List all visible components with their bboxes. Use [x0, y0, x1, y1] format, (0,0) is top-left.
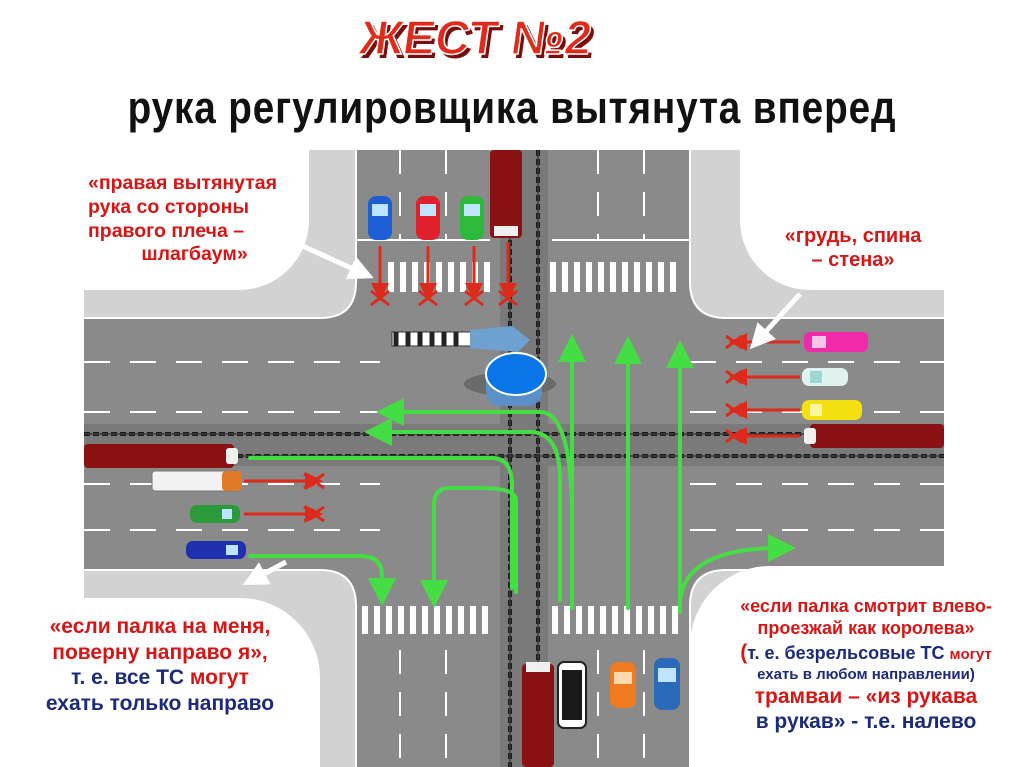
tram-north [490, 150, 522, 238]
pointer-arrows [242, 241, 802, 586]
officer-cap [485, 352, 547, 396]
crosswalks [362, 262, 678, 634]
gesture-title-logo: ЖЕСТ №2 ЖЕСТ №2 [354, 10, 599, 69]
note-any-direction: «если палка смотрит влево- проезжай как … [690, 566, 1024, 767]
car-red-north [416, 196, 440, 240]
note-tl-line1: «правая вытянутая [88, 172, 277, 194]
cross-icon [303, 289, 743, 523]
traffic-officer-icon [391, 326, 556, 406]
note-tr-line2: – стена» [811, 249, 895, 272]
car-orange-south [610, 662, 636, 708]
note-right-turn-only: «если палка на меня, поверну направо я»,… [0, 598, 320, 767]
note-br-line1: «если палка смотрит влево- [740, 596, 992, 616]
note-bl-line2: поверну направо я», [52, 640, 268, 664]
note-br-line6-end: т.е. налево [864, 710, 977, 734]
note-tl-line3: правого плеча – [88, 219, 245, 242]
note-br-line5: трамваи – «из рукава [754, 684, 978, 708]
car-yellow-east [802, 400, 862, 420]
car-white-east [802, 368, 848, 386]
gesture-title: ЖЕСТ №2 [355, 11, 595, 65]
gesture-title-shadow: ЖЕСТ №2 [359, 15, 599, 69]
note-bl-line3-end: могут [189, 666, 249, 690]
note-bl-line1: «если палка на меня, [49, 615, 271, 638]
note-br-bracket: ( [740, 640, 748, 664]
note-tl-line2: рука со стороны [88, 195, 249, 218]
note-br-line3-start: т. е. безрельсовые ТС [747, 642, 950, 663]
note-tr-line1: «грудь, спина [784, 225, 922, 247]
note-bl-line3-start: т. е. все ТС [71, 666, 190, 690]
car-green-north [460, 196, 484, 240]
tram-south [522, 662, 554, 767]
note-tl-line4: шлагбаум» [141, 243, 248, 266]
car-black-south [557, 661, 587, 729]
note-barrier-gesture: «правая вытянутая рука со стороны правог… [84, 150, 309, 290]
tram-west [84, 444, 238, 468]
allowed-arrows [248, 334, 796, 614]
tram-east [804, 424, 944, 448]
note-br-line4: ехать в любом направлении) [757, 665, 975, 683]
note-bl-line4: ехать только направо [45, 691, 275, 715]
car-blue-north [368, 196, 392, 240]
note-br-line2: проезжай как королева» [757, 617, 975, 638]
car-blue-south [654, 658, 680, 710]
truck-west [151, 470, 242, 492]
curb-lines [84, 150, 944, 767]
car-blue-west [186, 541, 246, 559]
car-pink-east [804, 332, 868, 352]
page-subtitle: рука регулировщика вытянута вперед [127, 82, 897, 133]
note-br-line3-small: могут [949, 645, 992, 663]
note-chest-back-wall: «грудь, спина – стена» [740, 150, 944, 290]
car-green-west [190, 505, 240, 523]
note-br-line6-start: в рукав» - [755, 710, 865, 734]
